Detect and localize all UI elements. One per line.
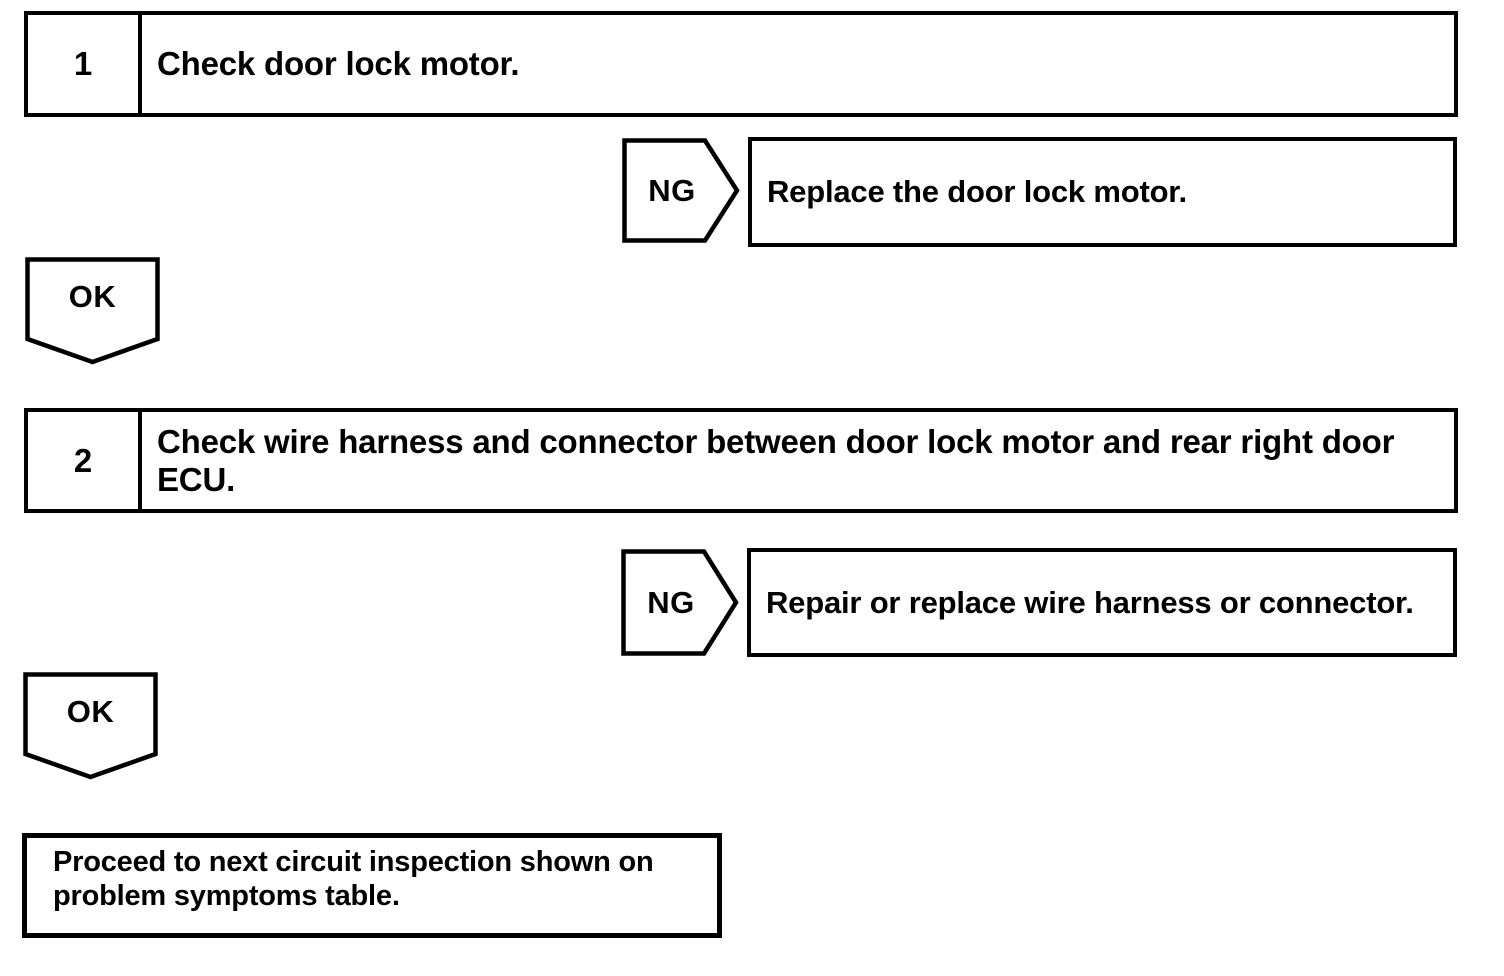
ok-connector-1: OK	[25, 257, 160, 365]
step-1-box: 1 Check door lock motor.	[24, 11, 1458, 117]
step-1-instruction: Check door lock motor.	[142, 15, 1454, 113]
step-2-number-cell: 2	[28, 412, 142, 509]
step-number: 2	[73, 441, 93, 479]
ng-action-text: Replace the door lock motor.	[767, 174, 1187, 209]
ok-label: OK	[66, 693, 115, 729]
ng-action-box-2: Repair or replace wire harness or connec…	[747, 548, 1457, 657]
ng-action-box-1: Replace the door lock motor.	[748, 137, 1457, 247]
ok-connector-2: OK	[23, 672, 158, 780]
down-arrow-pentagon-icon	[23, 672, 158, 780]
step-2-box: 2 Check wire harness and connector betwe…	[24, 408, 1458, 513]
step-2-instruction: Check wire harness and connector between…	[142, 412, 1454, 509]
step-instruction-text: Check door lock motor.	[157, 45, 520, 83]
ng-label: NG	[647, 584, 695, 620]
ng-action-text: Repair or replace wire harness or connec…	[766, 584, 1414, 620]
terminal-text: Proceed to next circuit inspection shown…	[53, 846, 654, 913]
ok-label: OK	[68, 278, 117, 314]
ng-connector-2: NG	[621, 549, 739, 656]
step-number: 1	[73, 45, 93, 82]
right-arrow-pentagon-icon	[621, 549, 739, 656]
right-arrow-pentagon-icon	[622, 138, 740, 243]
step-instruction-text: Check wire harness and connector between…	[157, 423, 1395, 498]
down-arrow-pentagon-icon	[25, 257, 160, 365]
ng-connector-1: NG	[622, 138, 740, 243]
terminal-box: Proceed to next circuit inspection shown…	[22, 833, 722, 938]
step-1-number-cell: 1	[28, 15, 142, 113]
ng-label: NG	[648, 172, 696, 208]
